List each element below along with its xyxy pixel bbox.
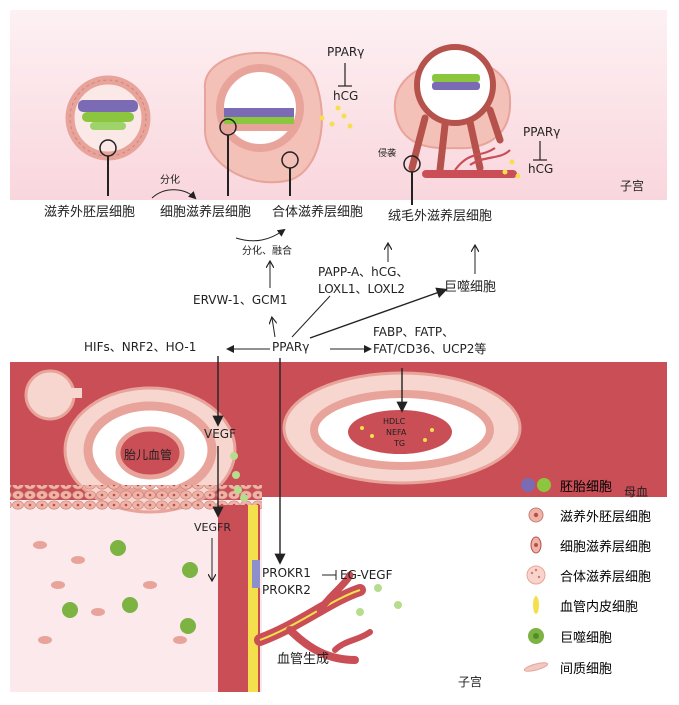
label-cytotrophoblast: 细胞滋养层细胞 — [160, 205, 252, 220]
blastocyst-2 — [203, 51, 353, 196]
legend-item-macrophage: 巨噬细胞 — [520, 625, 612, 647]
differentiation-label: 分化 — [160, 175, 180, 186]
bottom-uterus-label: 子宫 — [458, 675, 483, 689]
trophectoderm-cell-icon — [528, 507, 544, 523]
implanted-embryo-left — [10, 369, 262, 514]
decidual-cells — [33, 540, 198, 644]
pparg-to-papp-line — [291, 295, 331, 338]
implanted-embryo-right — [282, 371, 522, 485]
legend-label: 细胞滋养层细胞 — [560, 539, 652, 555]
legend-label: 合体滋养层细胞 — [560, 569, 652, 585]
label-trophectoderm: 滋养外胚层细胞 — [44, 205, 136, 220]
legend-label: 间质细胞 — [560, 661, 613, 677]
diff-fusion-arrow — [235, 228, 286, 242]
hdlc-label: HDLC — [383, 417, 406, 426]
syncytiotrophoblast-cell-icon — [526, 565, 546, 585]
pparg-to-erv-arrow — [272, 318, 275, 338]
pparg-right-label: PPARγ — [523, 125, 561, 139]
legend: 胚胎细胞 滋养外胚层细胞 细胞滋养层细胞 合体滋养层细胞 血管内皮细胞 巨噬细胞… — [520, 475, 675, 705]
label-extravillous: 绒毛外滋养层细胞 — [388, 209, 493, 224]
hcg-right-label: hCG — [528, 162, 554, 176]
erv-gcm-label: ERVW-1、GCM1 — [193, 293, 288, 307]
label-syncytiotrophoblast: 合体滋养层细胞 — [272, 205, 364, 220]
cytotrophoblast-cell-icon — [530, 536, 542, 554]
embryonic-cell-icon — [521, 478, 551, 492]
pparg-center-label: PPARγ — [272, 340, 310, 354]
legend-item-stromal: 间质细胞 — [520, 657, 612, 677]
hifs-label: HIFs、NRF2、HO-1 — [84, 340, 197, 354]
stromal-cell-icon — [523, 662, 549, 672]
legend-item-cytotrophoblast: 细胞滋养层细胞 — [520, 535, 651, 555]
blastocyst-1 — [65, 75, 151, 196]
legend-label: 巨噬细胞 — [560, 630, 613, 646]
vegf-label: VEGF — [204, 427, 236, 441]
invasion-label: 侵袭 — [378, 149, 397, 159]
papp-label-2: LOXL1、LOXL2 — [318, 282, 405, 296]
fabp-label-1: FABP、FATP、 — [373, 325, 455, 339]
maternal-blood-label: 母血 — [624, 485, 649, 499]
legend-label: 血管内皮细胞 — [560, 599, 639, 615]
fetal-vessel-label: 胎儿血管 — [124, 448, 173, 462]
fabp-label-2: FAT/CD36、UCP2等 — [373, 342, 487, 356]
endothelial-cell-icon — [533, 596, 539, 614]
legend-item-syncytiotrophoblast: 合体滋养层细胞 — [520, 565, 651, 585]
prokr1-label: PROKR1 — [262, 566, 311, 580]
angiogenesis-vessels — [254, 571, 373, 664]
eg-vegf-label: EG-VEGF — [340, 568, 393, 582]
pparg-to-macrophage-arrow — [309, 287, 448, 339]
pparg-top-label: PPARγ — [327, 45, 365, 59]
top-uterus-label: 子宫 — [620, 179, 645, 193]
tg-label: TG — [394, 439, 406, 448]
diff-fusion-label: 分化、融合 — [242, 246, 292, 257]
legend-label: 胚胎细胞 — [560, 479, 613, 495]
prokr2-label: PROKR2 — [262, 583, 311, 597]
legend-item-endothelial: 血管内皮细胞 — [520, 595, 638, 615]
nefa-label: NEFA — [386, 428, 407, 437]
legend-item-embryonic: 胚胎细胞 — [520, 475, 612, 495]
vegfr-label: VEGFR — [194, 521, 231, 534]
hcg-top-label: hCG — [333, 89, 359, 103]
differentiation-arrow — [151, 189, 197, 200]
papp-label-1: PAPP-A、hCG、 — [318, 265, 409, 279]
macrophage-label: 巨噬细胞 — [444, 280, 497, 295]
angiogenesis-label: 血管生成 — [277, 652, 330, 667]
macrophage-cell-icon — [528, 628, 544, 644]
blastocyst-3 — [393, 44, 521, 205]
legend-label: 滋养外胚层细胞 — [560, 509, 652, 525]
legend-item-trophectoderm: 滋养外胚层细胞 — [520, 505, 651, 525]
